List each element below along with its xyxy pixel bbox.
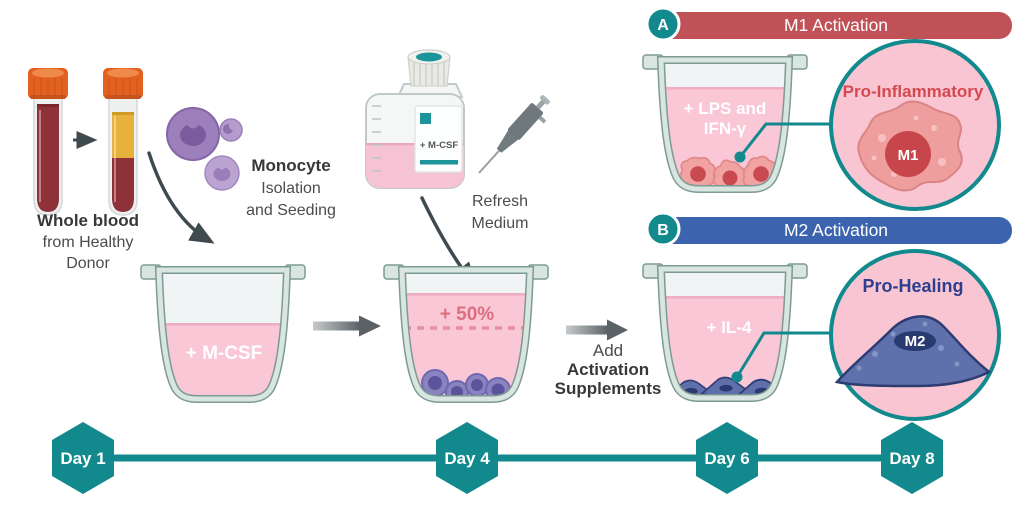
- m2-beaker: + IL-4: [642, 263, 808, 412]
- supplements-arrow-icon: [566, 319, 628, 341]
- m1-circle-title: Pro-Inflammatory: [843, 82, 984, 101]
- m2-banner: [660, 217, 1012, 244]
- timeline-day4-label: Day 4: [444, 449, 490, 468]
- m2-badge-label: B: [657, 222, 669, 239]
- refresh-medium-caption: Refresh Medium: [472, 193, 529, 232]
- m2-badge: [645, 211, 681, 247]
- m2-result-circle: Pro-Healing M2: [829, 249, 1001, 421]
- whole-blood-line1: Whole blood: [37, 211, 139, 230]
- m1-result-circle: Pro-Inflammatory M1: [829, 39, 1001, 211]
- m2-beaker-label: + IL-4: [707, 318, 752, 337]
- supplements-line3: Supplements: [555, 379, 662, 398]
- m2-circle-title: Pro-Healing: [862, 276, 963, 296]
- day1-beaker-label: + M-CSF: [186, 343, 263, 364]
- day4-beaker-label: + 50%: [440, 304, 495, 325]
- day1-beaker: + M-CSF: [140, 264, 306, 413]
- blood-tube-separated-icon: [103, 68, 143, 216]
- m2-cell-label: M2: [905, 333, 926, 350]
- media-bottle-icon: + M-CSF: [365, 49, 465, 189]
- refresh-line2: Medium: [472, 215, 529, 232]
- timeline-day6-label: Day 6: [704, 449, 749, 468]
- monocyte-cells-icon: [166, 107, 243, 191]
- timeline-day8-label: Day 8: [889, 449, 934, 468]
- m2-macrophage-cell-icon: [834, 315, 992, 388]
- day4-beaker: + 50%: [383, 264, 549, 413]
- timeline: Day 1 Day 4 Day 6 Day 8: [52, 422, 943, 494]
- m1-beaker-line2: IFN-γ: [704, 119, 747, 138]
- refresh-line1: Refresh: [472, 193, 528, 210]
- whole-blood-line2: from Healthy: [43, 234, 134, 251]
- m1-connector-line: [738, 122, 834, 158]
- supplements-line1: Add: [593, 341, 623, 360]
- pipette-icon: [478, 95, 550, 174]
- m1-cell-label: M1: [898, 147, 919, 164]
- m2-connector-dot: [731, 371, 743, 383]
- medium-change-arrow-icon: [313, 315, 381, 337]
- m2-banner-label: M2 Activation: [784, 220, 888, 240]
- blood-tube-whole-icon: [28, 68, 68, 216]
- monocyte-caption: Monocyte Isolation and Seeding: [246, 156, 336, 219]
- timeline-day1-label: Day 1: [60, 449, 105, 468]
- m1-badge-label: A: [657, 17, 669, 34]
- m1-banner-label: M1 Activation: [784, 15, 888, 35]
- m1-connector-dot: [734, 151, 746, 163]
- bottle-label-text: + M-CSF: [420, 140, 458, 151]
- m1-macrophage-cell-icon: [857, 100, 963, 192]
- monocyte-line1: Monocyte: [251, 156, 330, 175]
- m1-beaker-line1: + LPS and: [684, 99, 767, 118]
- monocyte-line3: and Seeding: [246, 202, 336, 219]
- m1-banner: [660, 12, 1012, 39]
- supplements-line2: Activation: [567, 360, 649, 379]
- m1-badge: [645, 6, 681, 42]
- supplements-caption: Add Activation Supplements: [555, 341, 662, 398]
- monocyte-line2: Isolation: [261, 180, 321, 197]
- bottle-cap-icon: [416, 52, 442, 62]
- m2-connector-line: [735, 331, 834, 378]
- m1-beaker: + LPS and IFN-γ: [642, 54, 808, 203]
- bottle-label: + M-CSF: [414, 105, 463, 173]
- seeding-arrow-icon: [147, 151, 215, 244]
- whole-blood-caption: Whole blood from Healthy Donor: [37, 211, 139, 272]
- whole-blood-line3: Donor: [66, 255, 110, 272]
